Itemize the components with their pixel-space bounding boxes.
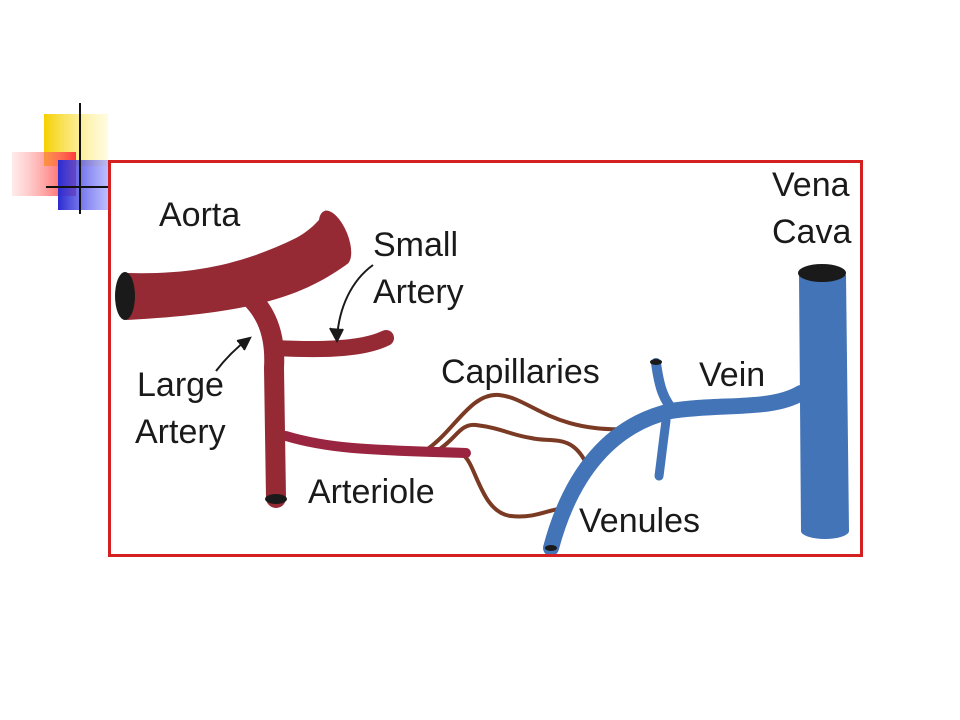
- aorta-vessel: [126, 210, 346, 320]
- upper-venule: [651, 358, 681, 418]
- pointer-arrows: [215, 264, 374, 372]
- vena-cava-label-line1: Vena: [772, 166, 850, 204]
- vena-cava-opening: [798, 264, 846, 282]
- lower-venule: [654, 416, 671, 481]
- vena-cava-label-line2: Cava: [772, 213, 851, 251]
- small-artery-label-line2: Artery: [373, 273, 464, 311]
- large-artery-opening: [265, 494, 287, 504]
- vein-vessel: [543, 385, 809, 554]
- large-artery-arrowhead: [236, 336, 252, 351]
- vena-cava-bottom: [801, 523, 849, 539]
- small-artery-arrow: [336, 264, 374, 339]
- vein-network: [543, 264, 849, 554]
- small-artery-vessel: [268, 330, 394, 358]
- large-artery-vessel: [221, 273, 286, 508]
- small-artery-arrowhead: [329, 327, 344, 344]
- vein-label: Vein: [699, 356, 765, 394]
- arteriole-label: Arteriole: [308, 473, 435, 511]
- slide-decoration: [0, 0, 120, 220]
- blue-square: [58, 160, 108, 210]
- vena-cava-vessel: [799, 275, 849, 531]
- large-artery-label-line2: Artery: [135, 413, 226, 451]
- small-artery-label-line1: Small: [373, 226, 458, 264]
- diagram-frame: Aorta Small Artery Large Artery Capillar…: [108, 160, 863, 557]
- upper-venule-opening: [650, 359, 662, 365]
- capillaries-label: Capillaries: [441, 353, 600, 391]
- vein-opening: [545, 545, 557, 551]
- capillaries: [427, 392, 633, 519]
- aorta-opening: [115, 272, 135, 320]
- aorta-end: [318, 210, 352, 266]
- circulation-diagram: Aorta Small Artery Large Artery Capillar…: [115, 166, 851, 554]
- venules-label: Venules: [579, 502, 700, 540]
- large-artery-label-line1: Large: [137, 366, 224, 404]
- aorta-label: Aorta: [159, 196, 240, 234]
- arteriole-vessel: [281, 431, 471, 458]
